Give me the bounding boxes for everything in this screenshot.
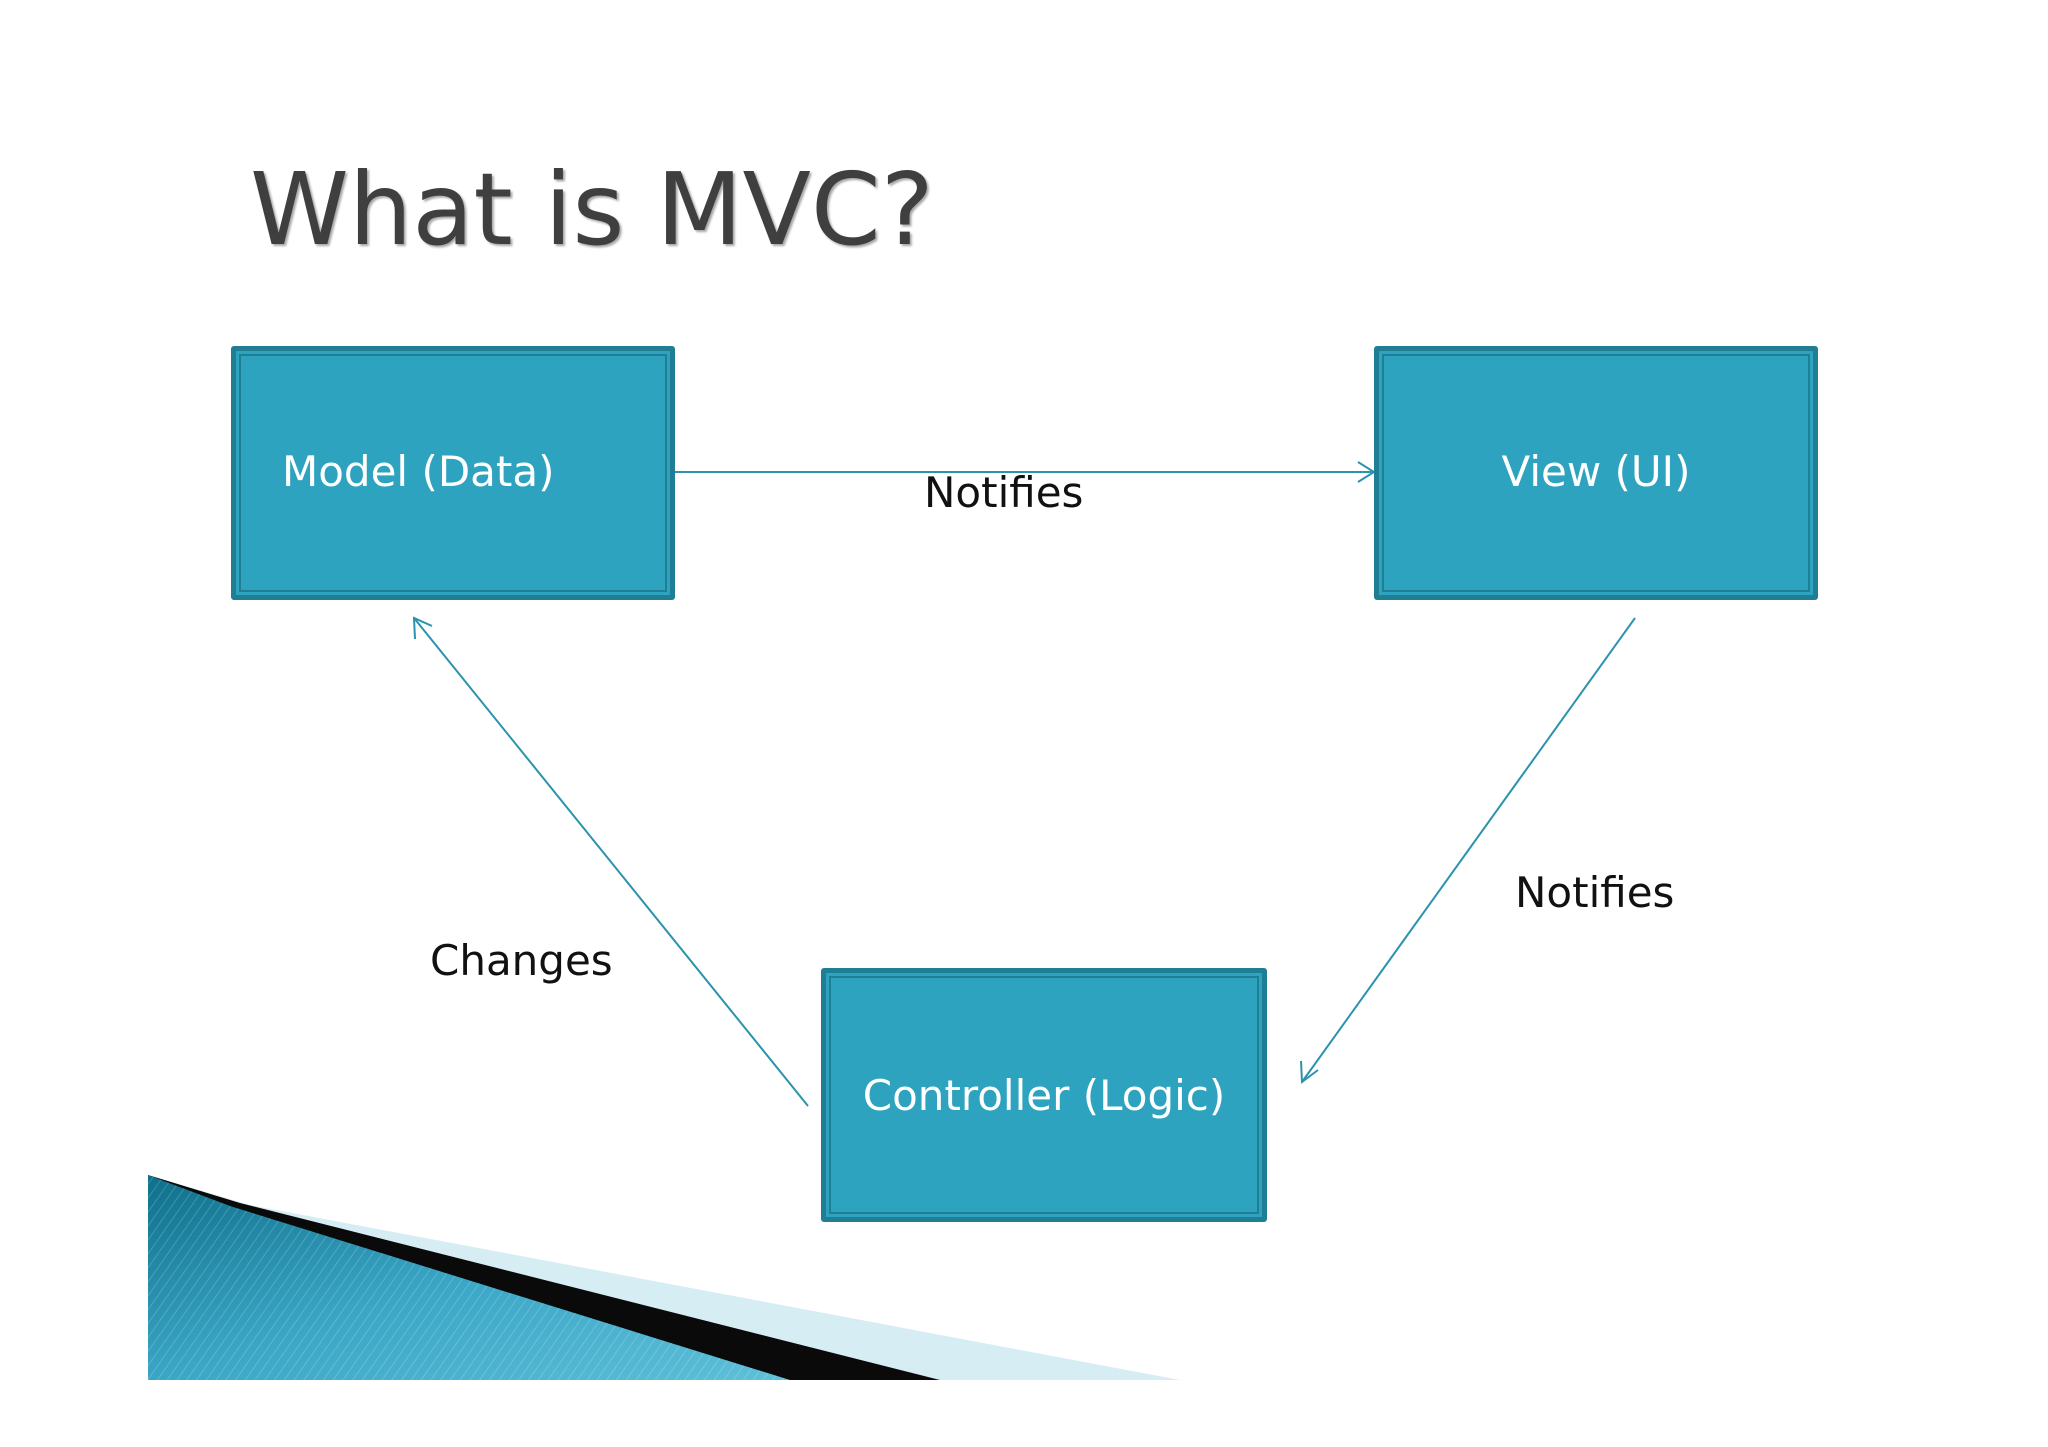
controller-box: Controller (Logic) <box>821 968 1267 1222</box>
model-label: Model (Data) <box>282 447 555 496</box>
swoosh-texture <box>148 1175 790 1380</box>
arrow-view-to-controller <box>1301 617 1636 1083</box>
view-label: View (UI) <box>1501 447 1691 496</box>
edge-label-view-to-controller: Notifies <box>1515 868 1675 917</box>
edge-label-controller-to-model: Changes <box>430 936 613 985</box>
controller-label: Controller (Logic) <box>862 1071 1226 1120</box>
arrowhead-controller-to-model <box>412 616 433 640</box>
view-box: View (UI) <box>1374 346 1818 600</box>
arrowhead-view-to-controller <box>1300 1060 1319 1084</box>
model-box: Model (Data) <box>231 346 675 600</box>
slide-title: What is MVC? <box>250 151 934 268</box>
edge-label-model-to-view: Notifies <box>924 468 1084 517</box>
arrow-controller-to-model <box>413 617 809 1107</box>
